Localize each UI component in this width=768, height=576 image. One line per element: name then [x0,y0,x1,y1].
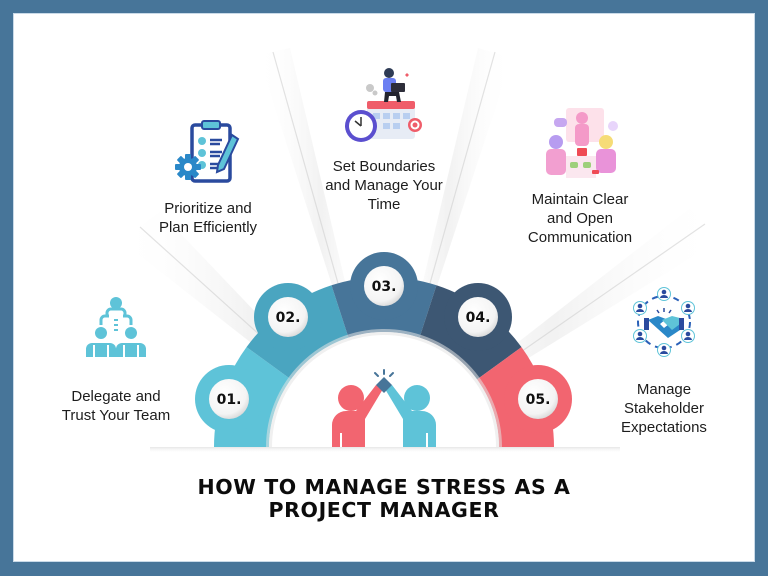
step-2-label-line2: Plan Efficiently [158,219,258,236]
title-line2: PROJECT MANAGER [268,498,500,522]
step-1-label-line2: Trust Your Team [61,407,171,424]
stakeholder-handshake-icon [633,287,695,357]
page-title: HOW TO MANAGE STRESS AS A PROJECT MANAGE… [13,476,755,522]
step-badge-02: 02. [268,297,308,337]
clipboard-checklist-icon [175,120,240,183]
title-line1: HOW TO MANAGE STRESS AS A [197,475,571,499]
svg-text:01.: 01. [217,392,242,408]
step-4-label-line3: Communication [527,229,633,246]
step-badge-01: 01. [209,379,249,419]
calendar-clock-icon [345,68,422,142]
team-meeting-icon [546,108,618,178]
step-2-label-line1: Prioritize and [164,200,252,217]
step-4-label-line1: Maintain Clear [531,191,629,208]
svg-text:04.: 04. [466,310,491,326]
step-5-label-line2: Stakeholder [623,400,705,417]
step-arc-diagram: 01. 02. 03. 04. 05. [150,252,620,453]
step-badge-03: 03. [364,266,404,306]
high-five-icon [332,369,436,447]
step-3-item: Set Boundaries and Manage Your Time [304,63,464,214]
step-5-label-line1: Manage [636,381,692,398]
svg-text:05.: 05. [526,392,551,408]
step-badge-05: 05. [518,379,558,419]
step-3-label-line1: Set Boundaries [332,158,436,175]
svg-text:02.: 02. [276,310,301,326]
step-2-item: Prioritize and Plan Efficiently [138,119,278,237]
step-3-label-line3: Time [367,196,401,213]
step-3-label-line2: and Manage Your [325,177,443,194]
step-badge-04: 04. [458,297,498,337]
step-5-label-line3: Expectations [621,419,707,436]
step-5-item: Manage Stakeholder Expectations [599,286,729,437]
infographic-canvas: Delegate and Trust Your Team Prioritize … [13,13,755,562]
svg-text:03.: 03. [372,279,397,295]
step-4-item: Maintain Clear and Open Communication [505,104,655,247]
step-4-label-line2: and Open [547,210,613,227]
step-1-label-line1: Delegate and [71,388,161,405]
step-1-item: Delegate and Trust Your Team [46,295,186,425]
team-hierarchy-icon [86,297,146,357]
